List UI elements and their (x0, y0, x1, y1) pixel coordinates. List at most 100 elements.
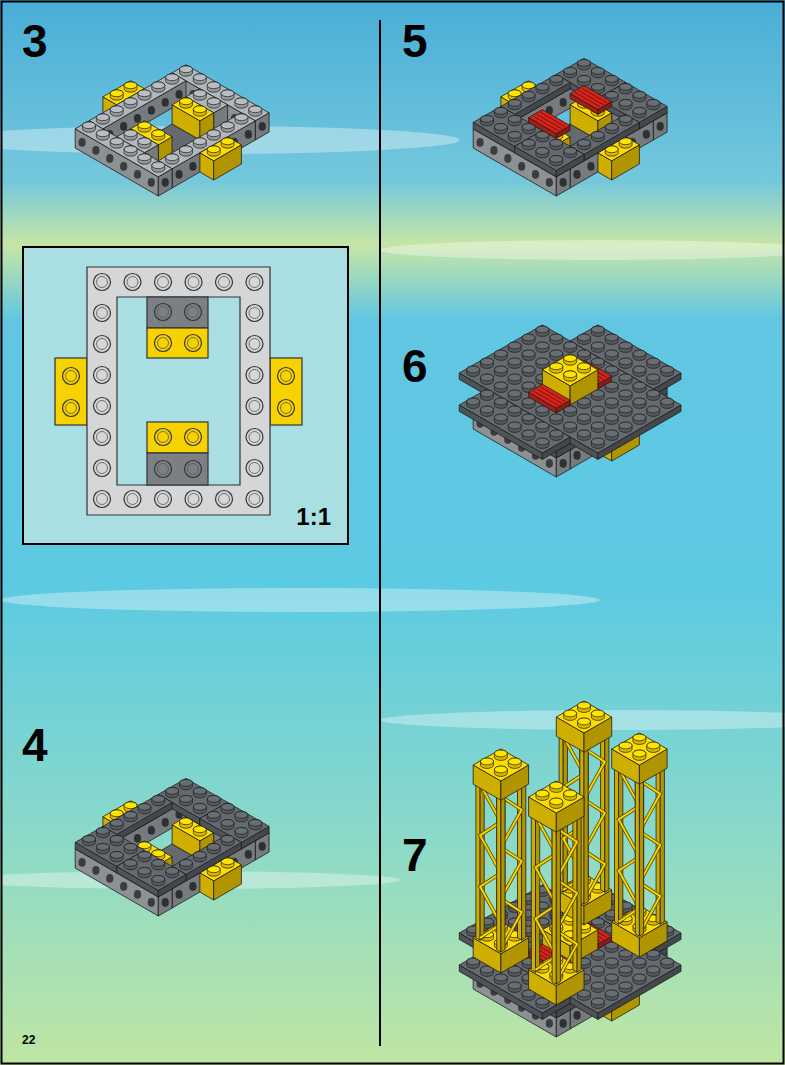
stud (207, 795, 220, 805)
brick-top (200, 802, 269, 842)
stud (152, 875, 165, 885)
stud (494, 398, 507, 408)
stud (536, 438, 549, 448)
stud-top (508, 99, 521, 106)
stud-top (152, 795, 165, 802)
technic-hole (546, 178, 553, 187)
stud (278, 400, 295, 417)
stud-top (180, 779, 193, 786)
stud (536, 147, 549, 157)
stud-top (647, 374, 660, 381)
stud-top (207, 146, 220, 153)
brick-side (577, 810, 581, 972)
stud-ring (188, 494, 199, 505)
stud (221, 835, 234, 845)
stud (207, 82, 220, 92)
technic-hole (162, 818, 169, 827)
stud (193, 851, 206, 861)
stud-top (591, 406, 604, 413)
stud-ring (219, 494, 230, 505)
model (473, 58, 667, 196)
stud-top (591, 326, 604, 333)
brick-top (459, 325, 681, 453)
stud (564, 67, 577, 77)
stud-ring (188, 464, 199, 475)
stud-top (138, 867, 151, 874)
stud-ring (158, 307, 169, 318)
stud (550, 155, 563, 165)
stud-top (221, 835, 234, 842)
model (459, 701, 681, 1037)
stud (180, 859, 193, 869)
stud (481, 406, 494, 416)
stud (633, 350, 646, 360)
brick-side (172, 121, 255, 188)
scale-label: 1:1 (296, 505, 331, 529)
stud-top (522, 334, 535, 341)
stud-top (591, 966, 604, 973)
stud-top (619, 406, 632, 413)
stud-ring (158, 432, 169, 443)
stud (494, 414, 507, 424)
stud-ring (158, 338, 169, 349)
stud (605, 350, 618, 360)
stud-top (591, 438, 604, 445)
stud (522, 334, 535, 344)
stud (536, 83, 549, 93)
stud (246, 274, 263, 291)
stud (152, 162, 165, 172)
stud-top (578, 334, 591, 341)
stud-top (138, 90, 151, 97)
stud-top (647, 358, 660, 365)
stud (647, 374, 660, 384)
stud (83, 122, 96, 132)
stud-top (633, 382, 646, 389)
technic-hole (134, 834, 141, 843)
brick-top (515, 130, 584, 170)
stud (564, 147, 577, 157)
stud (124, 82, 137, 92)
stud (278, 368, 295, 385)
stud (647, 966, 660, 976)
stud (494, 350, 507, 360)
stud-top (166, 867, 179, 874)
stud-top (536, 358, 549, 365)
stud (619, 982, 632, 992)
stud-top (166, 154, 179, 161)
stud-top (494, 123, 507, 130)
stud (647, 99, 660, 109)
technic-hole (120, 122, 127, 131)
stud-top (605, 123, 618, 130)
stud-top (508, 342, 521, 349)
stud-top (166, 787, 179, 794)
stud (564, 790, 577, 800)
stud (619, 406, 632, 416)
stud (481, 358, 494, 368)
stud-top (605, 366, 618, 373)
stud (508, 358, 521, 368)
stud-top (536, 83, 549, 90)
stud-top (619, 342, 632, 349)
stud-top (564, 355, 577, 362)
stud (207, 843, 220, 853)
stud-top (550, 414, 563, 421)
stud-top (508, 358, 521, 365)
technic-hole (560, 98, 567, 107)
brick-face (531, 810, 535, 972)
technic-hole (573, 451, 580, 460)
stud (185, 461, 202, 478)
stud (124, 130, 137, 140)
stud-top (494, 398, 507, 405)
stud-top (591, 131, 604, 138)
stud-top (124, 146, 137, 153)
stud (550, 363, 563, 373)
stud-top (110, 851, 123, 858)
stud-top (96, 827, 109, 834)
stud (235, 98, 248, 108)
stud (216, 274, 233, 291)
stud (605, 75, 618, 85)
brick-top (612, 733, 667, 765)
technic-hole (560, 1019, 567, 1028)
stud-top (138, 851, 151, 858)
